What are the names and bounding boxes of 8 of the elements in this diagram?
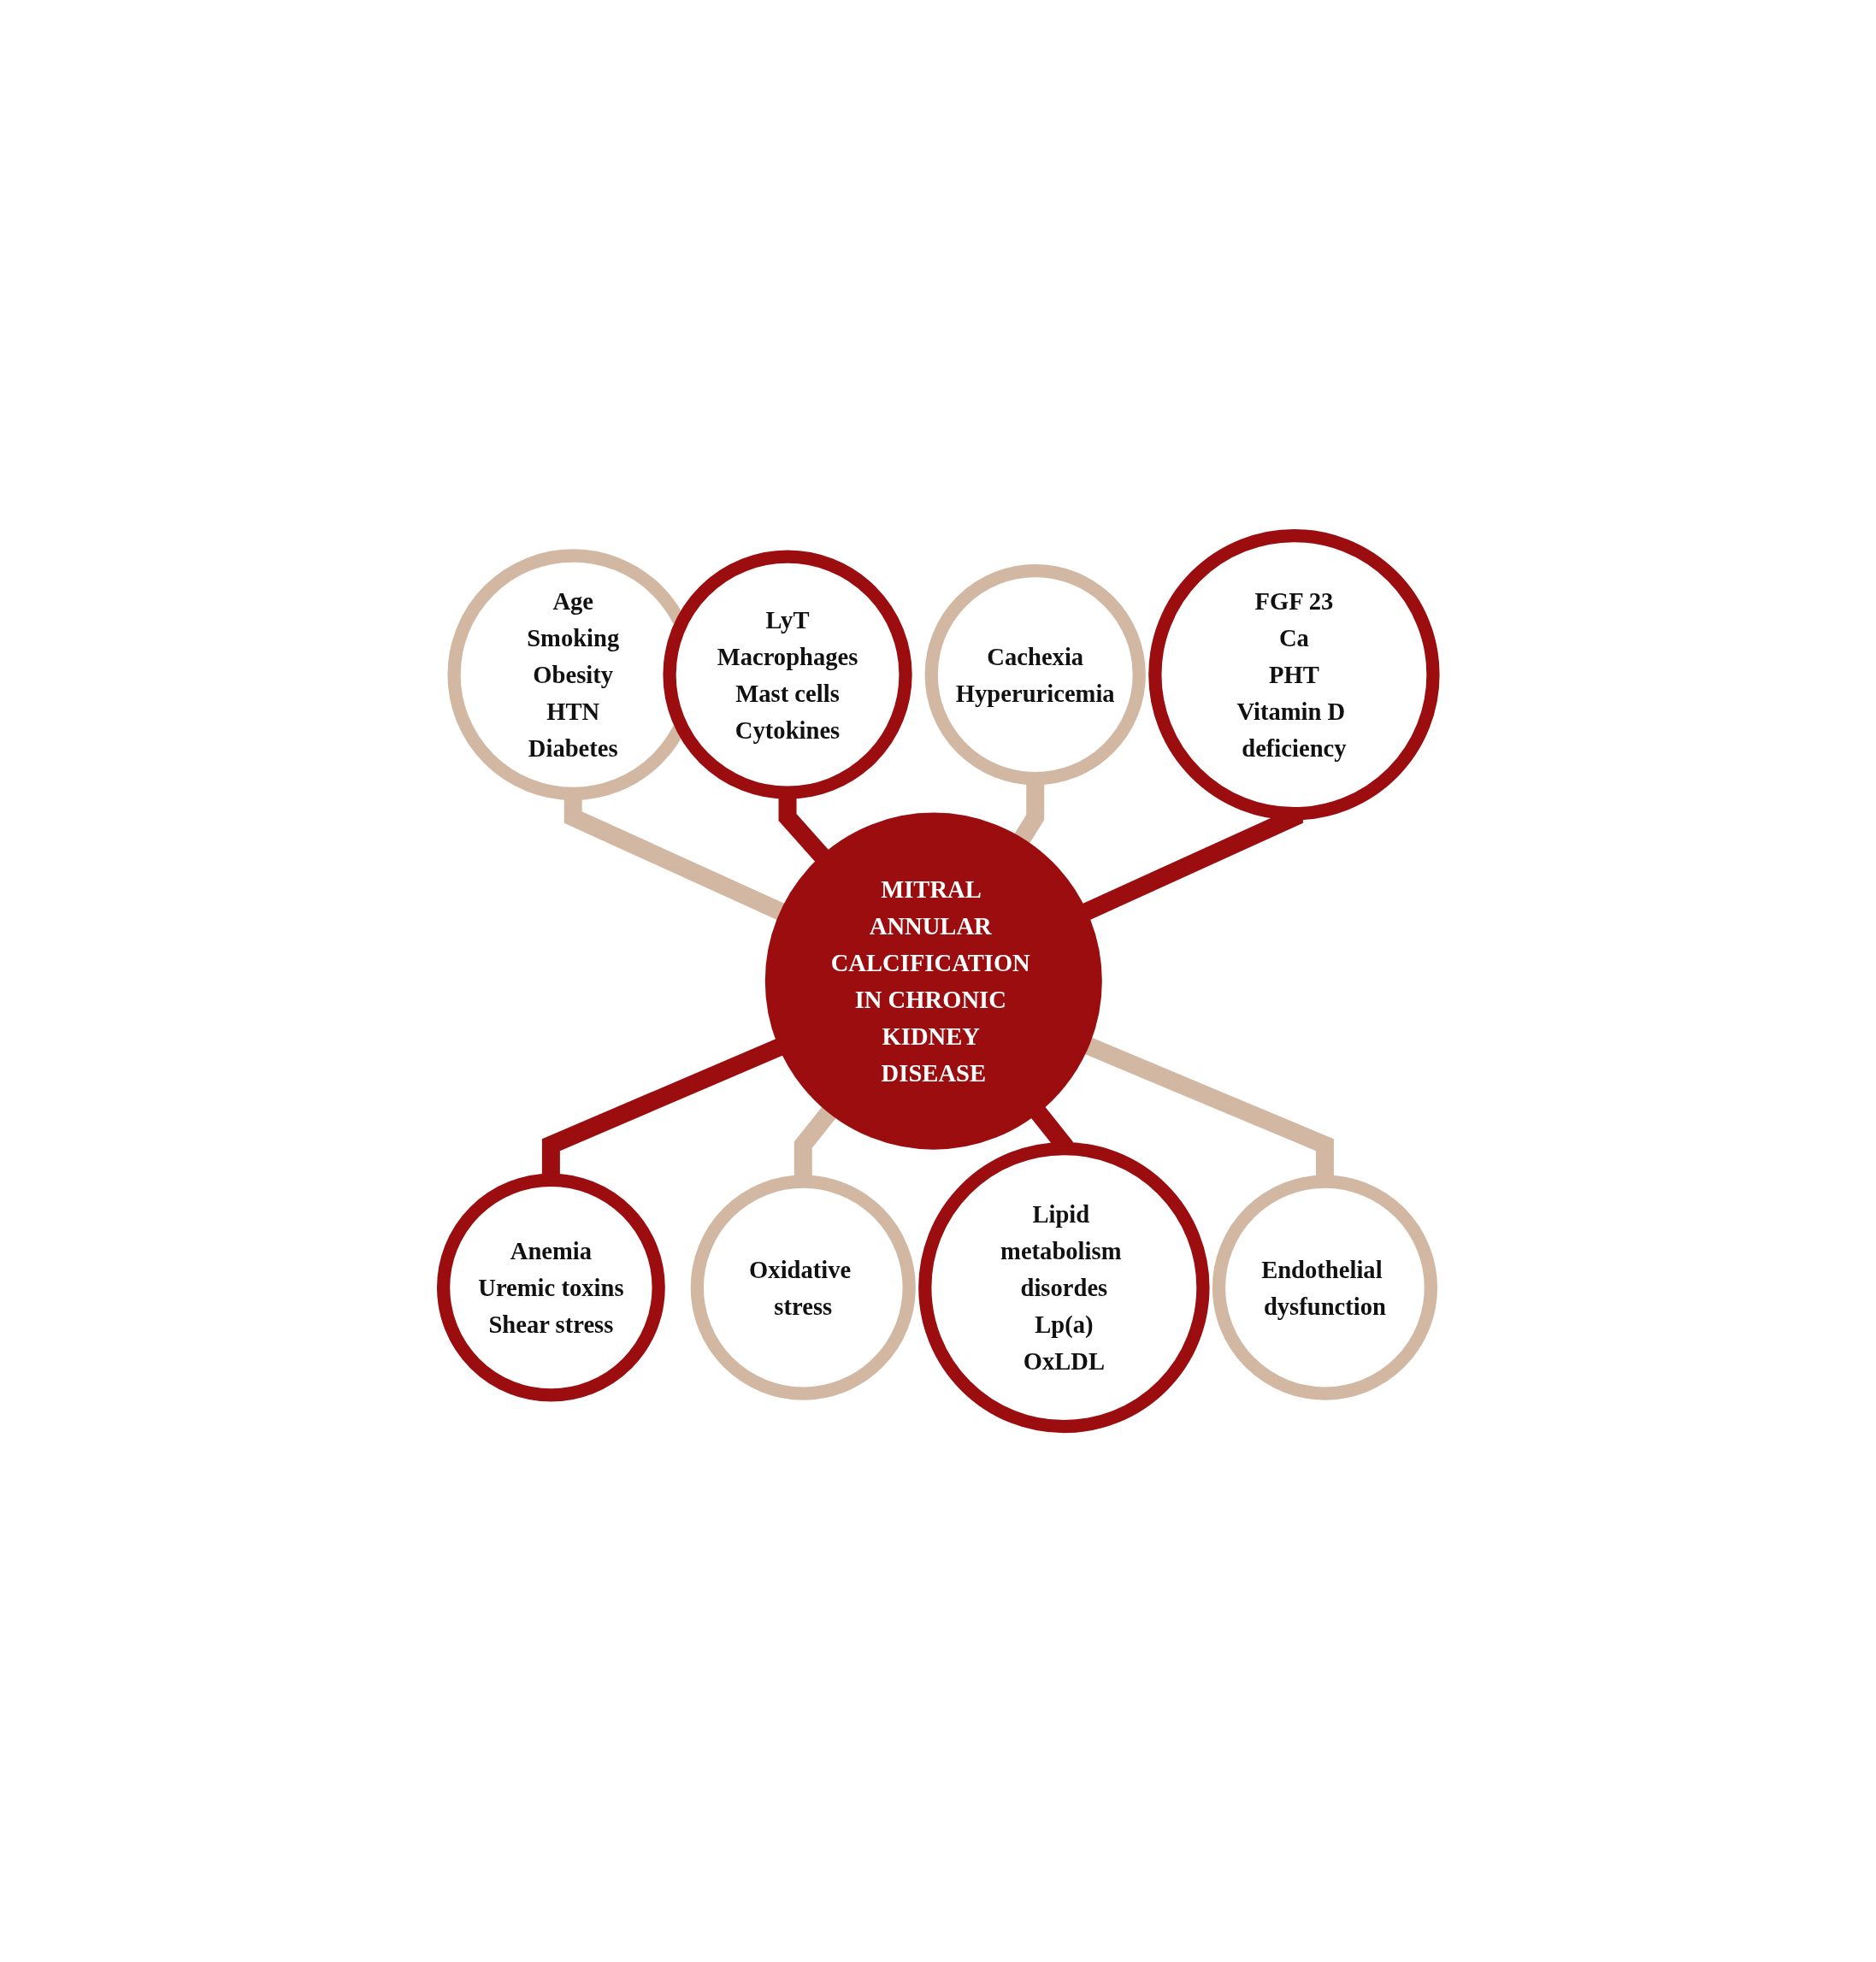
node-circle: Oxidative stress [690,1175,916,1400]
node-circle: Anemia Uremic toxins Shear stress [436,1173,665,1402]
node-circle: Lipid metabolism disordes Lp(a) OxLDL [917,1141,1210,1434]
node-circle: Cachexia Hyperuricemia [924,563,1146,786]
node-circle: LyT Macrophages Mast cells Cytokines [663,550,912,799]
node-circle: FGF 23 Ca PHT Vitamin D deficiency [1147,528,1440,821]
node-circle: Endothelial dysfunction [1212,1175,1437,1400]
node-circle: MITRAL ANNULAR CALCIFICATION IN CHRONIC KIDNEY DISEASE [764,812,1102,1150]
